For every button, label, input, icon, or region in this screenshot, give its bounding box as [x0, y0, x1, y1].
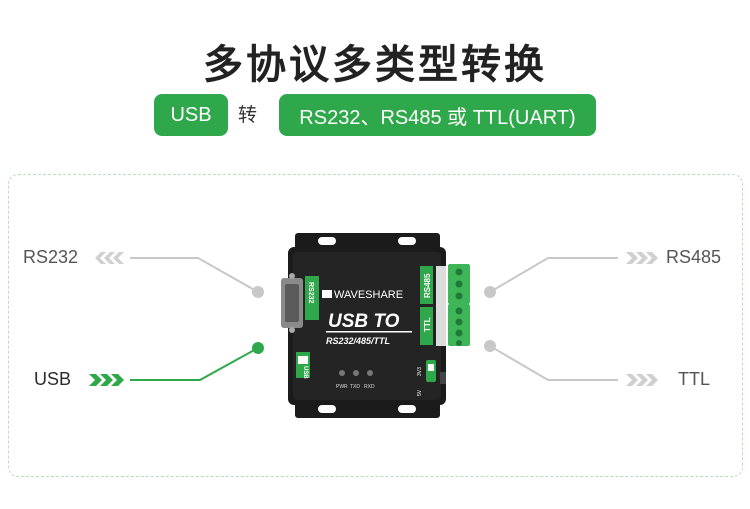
rs232-dot — [252, 286, 264, 298]
page-title: 多协议多类型转换 — [203, 42, 547, 88]
device-port-ttl-label: TTL — [423, 317, 432, 332]
device-led-pwr: PWR — [336, 384, 348, 390]
rs485-arrows-icon — [626, 252, 658, 264]
ttl-dot — [484, 340, 496, 352]
device-brand: WAVESHARE — [334, 289, 403, 301]
usb-dot — [252, 342, 264, 354]
label-usb: USB — [34, 369, 72, 389]
label-rs232: RS232 — [23, 247, 79, 267]
device-model-line1: USB TO — [328, 311, 400, 332]
device-led-txd: TXD — [350, 384, 360, 390]
connector-text: 转 — [238, 104, 258, 126]
source-pill-usb: USB — [154, 94, 228, 136]
device-port-rs485-label: RS485 — [423, 273, 432, 298]
device-led-rxd: RXD — [364, 384, 375, 390]
usb-arrows-icon — [89, 374, 124, 386]
converter-device: RS232 USB WAVESHARE USB TO RS232/485/TTL… — [281, 233, 470, 418]
diagram-panel — [8, 174, 743, 477]
target-pill-protocols: RS232、RS485 或 TTL(UART) — [279, 94, 596, 136]
ttl-line — [489, 345, 618, 381]
device-model-line2: RS232/485/TTL — [326, 336, 390, 346]
device-port-usb-label: USB — [302, 366, 308, 379]
rs485-dot — [484, 286, 496, 298]
device-switch-3v3: 3V3 — [417, 367, 423, 376]
label-rs485: RS485 — [666, 247, 722, 267]
usb-line — [130, 347, 259, 381]
rs485-line — [489, 257, 618, 293]
device-switch-5v: 5V — [417, 389, 423, 396]
rs232-line — [130, 257, 259, 293]
label-ttl: TTL — [678, 369, 711, 389]
device-port-rs232-label: RS232 — [307, 282, 314, 304]
rs232-arrows-icon — [95, 252, 124, 264]
ttl-arrows-icon — [626, 374, 658, 386]
